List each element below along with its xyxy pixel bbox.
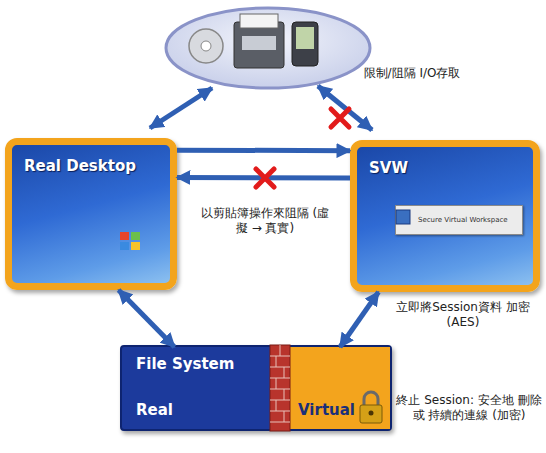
file-system-band: File SystemReal Virtual	[120, 345, 392, 431]
node-text: Real	[136, 401, 173, 419]
cd-hole	[201, 41, 211, 51]
flow-arrow	[177, 175, 350, 180]
printer-paper	[240, 14, 278, 28]
real-partition: Real	[122, 347, 272, 429]
edge-label: 立即將Session資料 加密 (AES)	[392, 300, 534, 330]
node-text: Secure Virtual Workspace	[418, 216, 508, 224]
app-window: Secure Virtual Workspace	[395, 205, 523, 235]
node-text: Real Desktop	[24, 157, 136, 175]
note-label: 限制/阻隔 I/O存取	[356, 66, 468, 81]
node-text: File System	[136, 355, 234, 373]
windows-logo	[120, 232, 140, 250]
io-arrow	[150, 88, 212, 128]
note-label: 終止 Session: 安全地 刪除或 持續的連線 (加密)	[392, 393, 546, 423]
desktop-window: Real Desktop	[5, 138, 177, 290]
flow-arrow	[340, 292, 379, 347]
lock-icon	[360, 392, 382, 423]
io-arrow	[318, 86, 372, 130]
node-text: Virtual	[298, 401, 355, 419]
printer-panel	[242, 36, 276, 50]
cd-icon	[189, 29, 223, 63]
svw-app-icon	[396, 210, 410, 224]
svw-window: SVW Secure Virtual Workspace	[350, 140, 540, 292]
firewall-bricks	[270, 345, 290, 431]
pda-screen	[296, 27, 314, 49]
block-mark	[256, 109, 349, 187]
pda-body	[292, 22, 318, 66]
flow-arrow	[177, 148, 350, 153]
flow-arrow	[119, 290, 175, 347]
node-text: SVW	[369, 159, 408, 177]
device-group	[166, 8, 370, 88]
virtual-partition: Virtual	[290, 347, 390, 429]
edge-label: 以剪貼簿操作來阻隔 (虛擬 → 真實)	[198, 206, 332, 236]
printer-body	[234, 22, 284, 68]
